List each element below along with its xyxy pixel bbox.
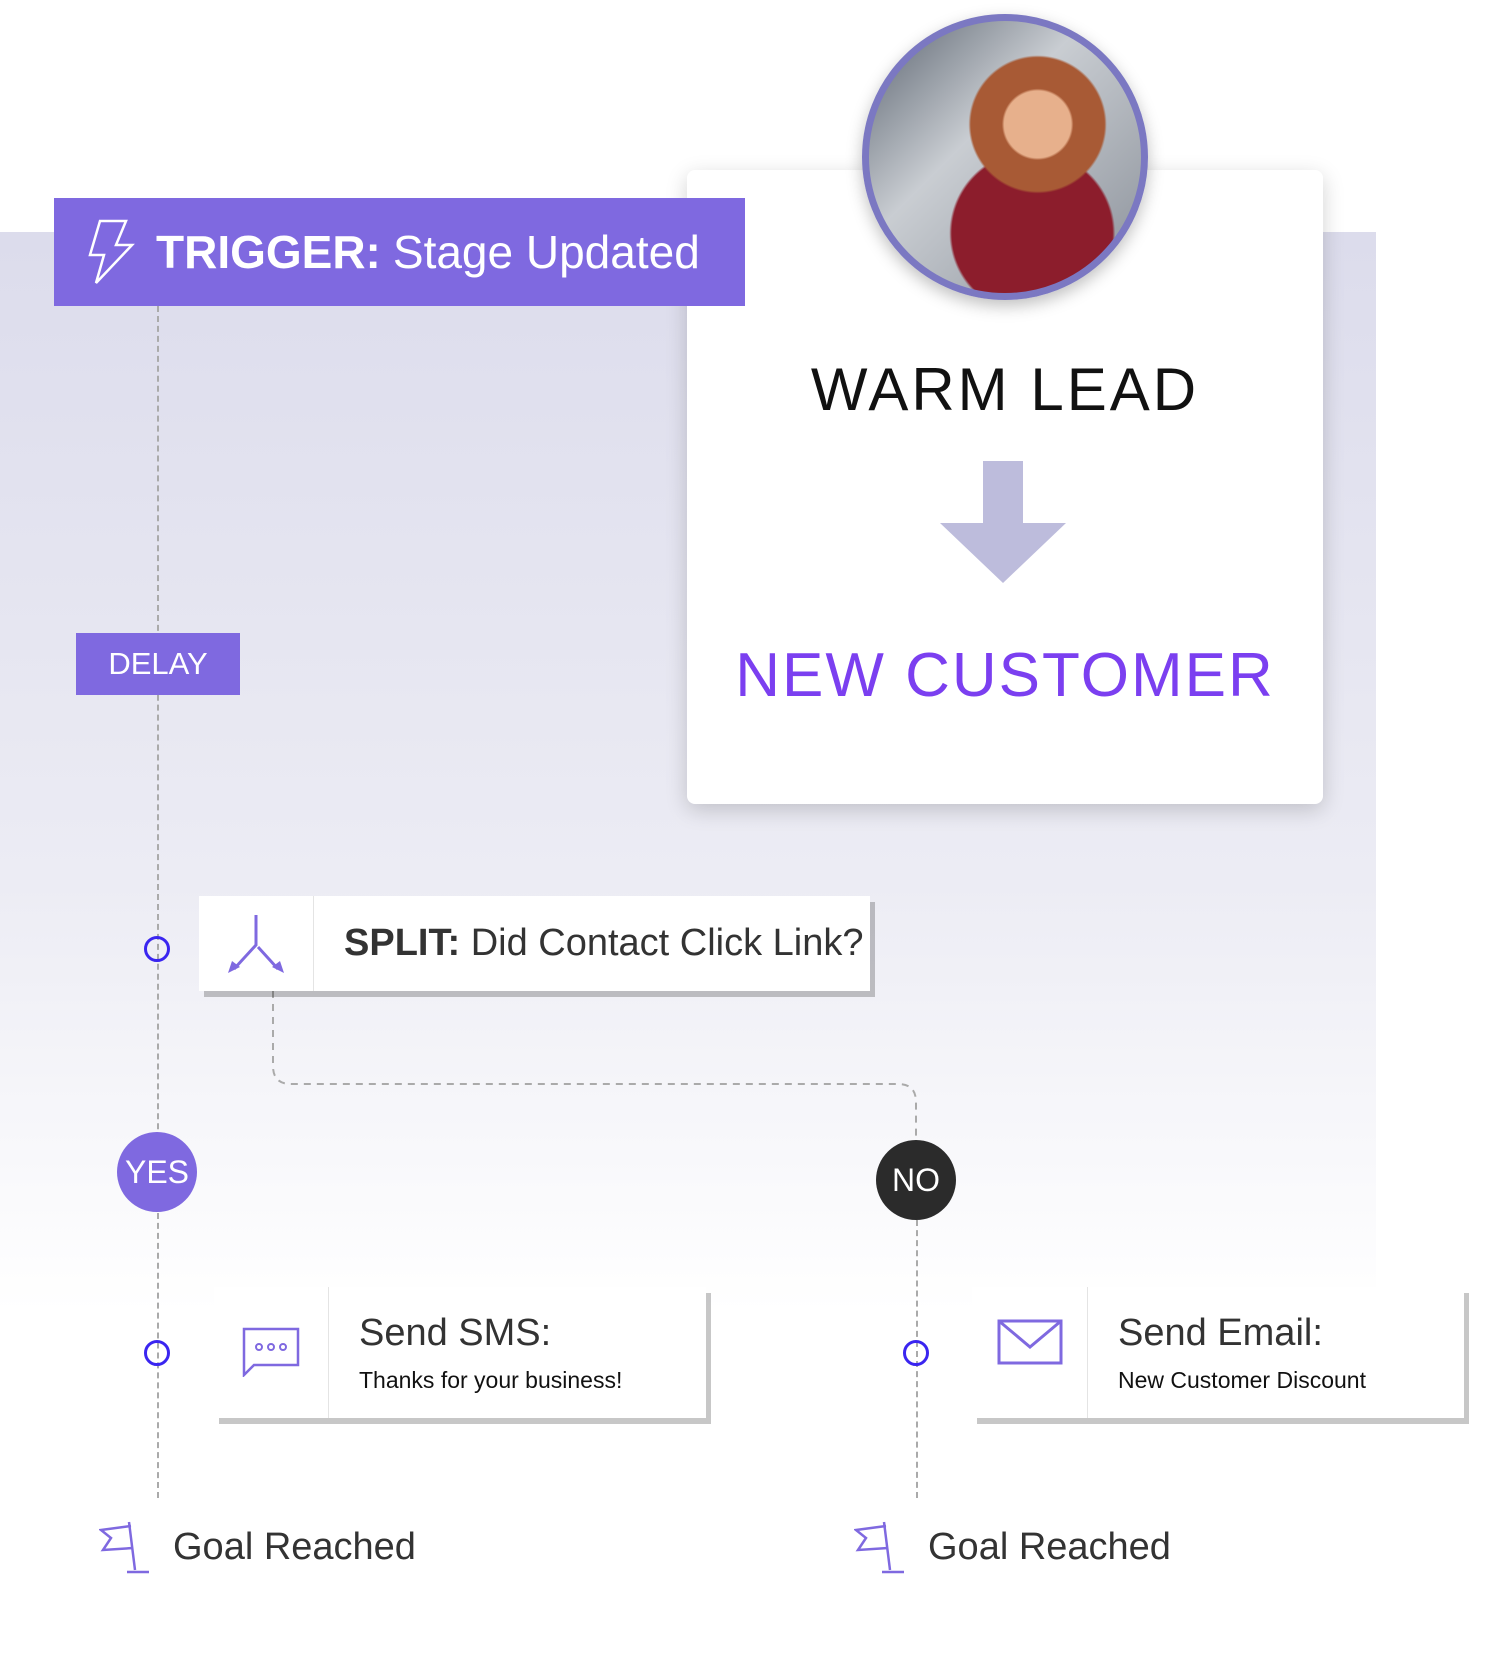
goal-reached-no: Goal Reached	[854, 1520, 1171, 1574]
envelope-icon	[997, 1319, 1062, 1365]
send-email-node[interactable]: Send Email: New Customer Discount	[972, 1287, 1464, 1418]
email-message: New Customer Discount	[1118, 1366, 1366, 1393]
to-stage-label: NEW CUSTOMER	[735, 641, 1275, 710]
flag-icon	[99, 1521, 149, 1574]
no-branch-badge: NO	[876, 1140, 956, 1220]
down-arrow-icon	[940, 461, 1066, 583]
email-node-dot	[903, 1340, 929, 1366]
goal-label: Goal Reached	[173, 1525, 416, 1568]
lightning-icon	[88, 219, 135, 284]
sms-icon-cell	[214, 1287, 329, 1418]
contact-avatar	[862, 14, 1148, 300]
sms-message: Thanks for your business!	[359, 1366, 623, 1393]
send-sms-node[interactable]: Send SMS: Thanks for your business!	[214, 1287, 706, 1418]
no-connector-line	[272, 991, 917, 1181]
split-node-dot	[144, 936, 170, 962]
trigger-label: TRIGGER:	[156, 226, 381, 278]
flag-icon	[854, 1521, 904, 1574]
trigger-node[interactable]: TRIGGER: Stage Updated	[54, 198, 745, 306]
yes-branch-badge: YES	[117, 1132, 197, 1212]
split-node[interactable]: SPLIT: Did Contact Click Link?	[199, 896, 870, 991]
split-arrows-icon	[228, 914, 284, 973]
goal-reached-yes: Goal Reached	[99, 1520, 416, 1574]
split-label: SPLIT:	[344, 922, 461, 964]
sms-node-dot	[144, 1340, 170, 1366]
chat-bubble-icon	[242, 1327, 300, 1377]
email-title: Send Email:	[1118, 1311, 1323, 1354]
split-value: Did Contact Click Link?	[470, 922, 864, 964]
delay-node[interactable]: DELAY	[76, 633, 240, 695]
email-icon-cell	[972, 1287, 1088, 1418]
goal-label: Goal Reached	[928, 1525, 1171, 1568]
sms-title: Send SMS:	[359, 1311, 552, 1354]
from-stage-label: WARM LEAD	[810, 356, 1200, 423]
trigger-value: Stage Updated	[392, 226, 700, 278]
split-icon-cell	[199, 896, 314, 991]
yes-connector-line	[157, 306, 159, 1498]
